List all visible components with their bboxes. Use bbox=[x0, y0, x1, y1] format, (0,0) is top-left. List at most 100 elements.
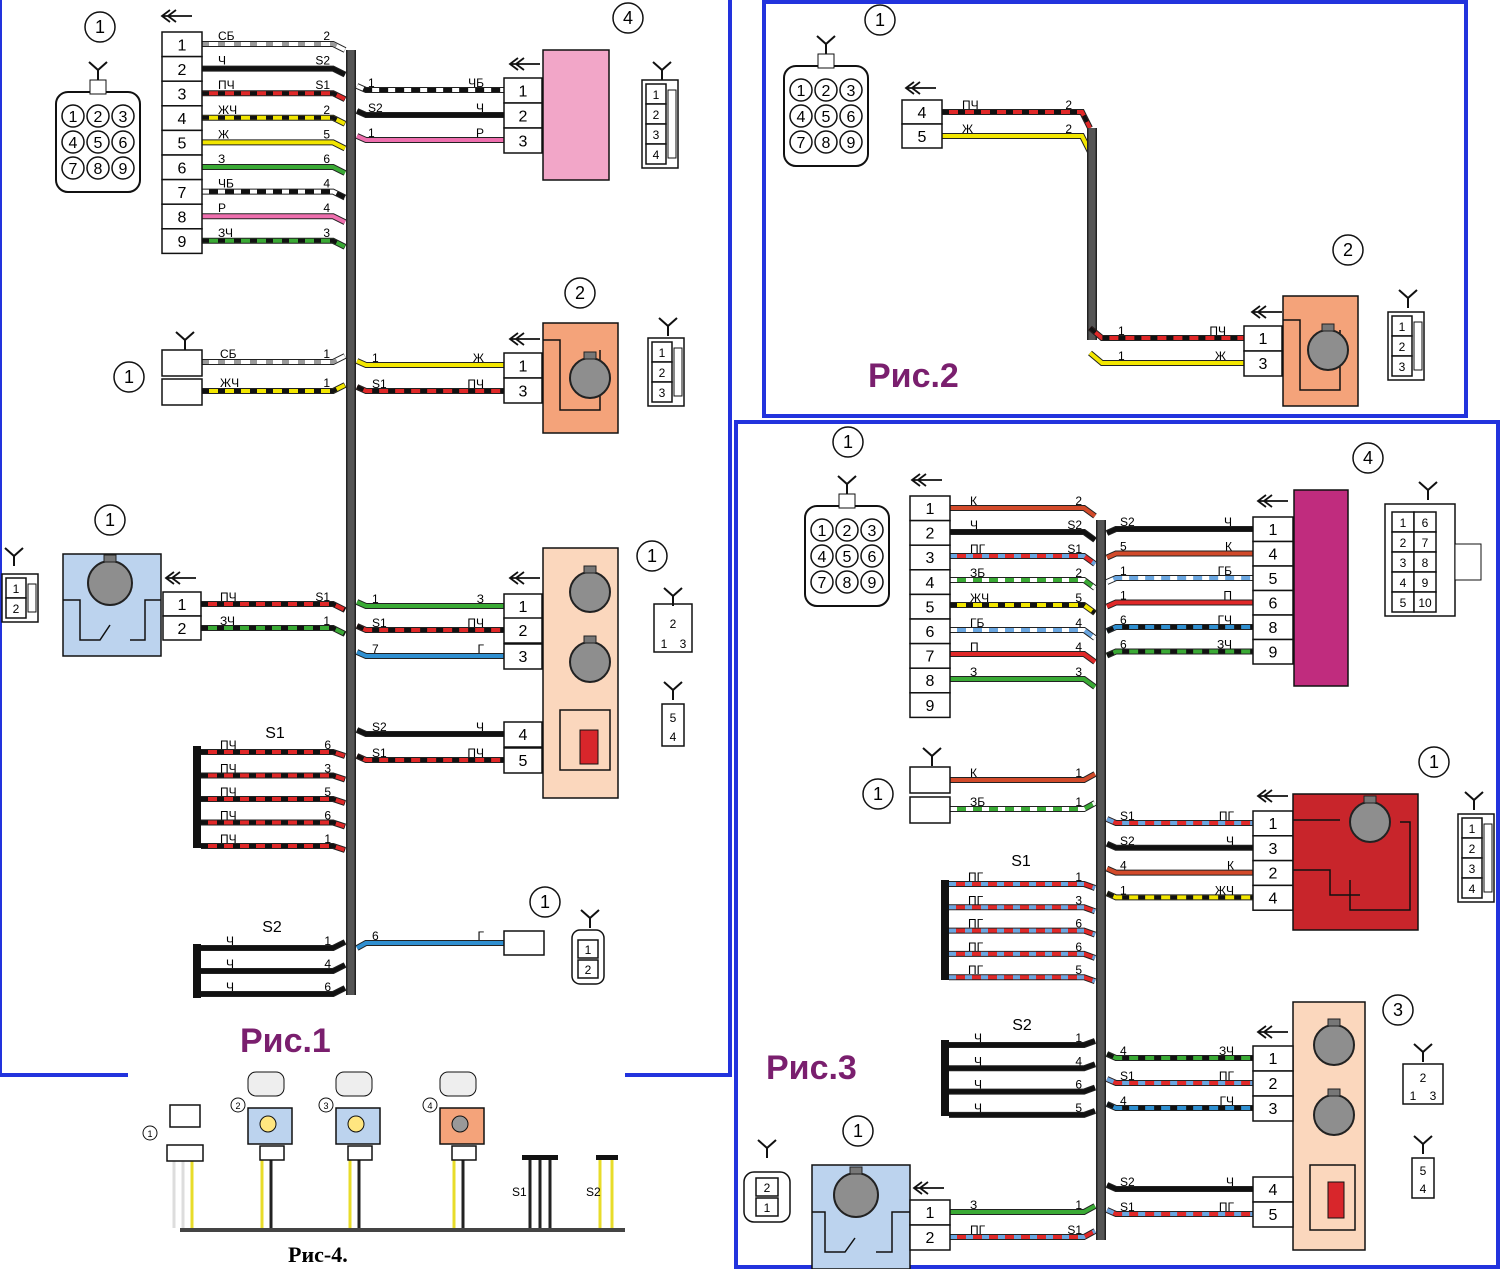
fig3-fan-motor-1-icon bbox=[1313, 1024, 1355, 1066]
fig2-blower-motor-icon bbox=[1307, 329, 1349, 371]
pin-socket-label: 7 bbox=[69, 161, 78, 178]
fig3-wire-ЗБ-stripe bbox=[950, 801, 1096, 811]
connector-6-face-label: 5 bbox=[670, 711, 677, 725]
wire-start-label: 1 bbox=[372, 351, 379, 365]
wire-color-label: ПГ bbox=[968, 963, 984, 977]
fig2-connector-2-face-symbol bbox=[1398, 289, 1418, 308]
fig3-connector-4-cavity-label: 1 bbox=[1400, 516, 1407, 530]
wire-color-label: ГБ bbox=[970, 616, 984, 630]
fig2-motor-circuit bbox=[1283, 319, 1341, 391]
pin-socket-label: 2 bbox=[822, 83, 831, 100]
fig3-callout-6: 3 bbox=[1393, 1000, 1403, 1020]
pin-socket-label: 9 bbox=[868, 575, 877, 592]
wire-end-label: 5 bbox=[1075, 1101, 1082, 1115]
fig3-callout-2: 1 bbox=[873, 784, 883, 804]
callout-5-ring bbox=[564, 277, 596, 309]
fig4-device-icon bbox=[347, 1115, 365, 1133]
connector-5-face-cavity-label: 2 bbox=[659, 366, 666, 380]
wire-end-label: 1 bbox=[1075, 766, 1082, 780]
wire-color-label: Ч bbox=[974, 1054, 982, 1068]
fig3-connector-6-cell bbox=[1252, 1095, 1294, 1122]
connector-1-block-pin-label: 3 bbox=[178, 87, 187, 104]
wire-color-label: СБ bbox=[220, 347, 237, 361]
wire-end-label: 3 bbox=[1075, 665, 1082, 679]
fig3-connector-6-face-label: 3 bbox=[1430, 1089, 1437, 1103]
fig3-wire-Ч bbox=[1106, 841, 1253, 850]
splice-s1-wire-stripe bbox=[201, 844, 346, 852]
pin-socket-label: 7 bbox=[797, 135, 806, 152]
fig3-connector-2-symbol bbox=[922, 747, 942, 766]
fig3-wire-К bbox=[1106, 866, 1253, 875]
wire-start-label: S1 bbox=[372, 746, 387, 760]
pin-socket bbox=[86, 104, 110, 128]
wire-end-label: 6 bbox=[323, 152, 330, 166]
wire-start-label: 1 bbox=[368, 126, 375, 140]
connector-4-block-pin-label: 1 bbox=[519, 84, 528, 101]
wire-color-label: ЧБ bbox=[468, 76, 484, 90]
wire-color-label: ЗЧ bbox=[218, 226, 233, 240]
fig3-control-unit-block bbox=[1293, 489, 1349, 687]
wire-start-label: S2 bbox=[1120, 515, 1135, 529]
connector-3-block-pin-label: 2 bbox=[178, 621, 187, 638]
connector-2-cell bbox=[161, 378, 203, 406]
wire-end-label: 1 bbox=[323, 376, 330, 390]
pin-socket bbox=[111, 104, 135, 128]
sensor-7-block bbox=[503, 930, 545, 956]
fig2-connector-2-pin-label: 1 bbox=[1259, 331, 1268, 348]
fig3-connector-3-cavity bbox=[755, 1197, 779, 1217]
fig3-connector-6-face-b bbox=[1411, 1157, 1435, 1199]
fig3-connector-5-cell bbox=[1252, 884, 1294, 911]
connector-6-face-label: 2 bbox=[670, 617, 677, 631]
splice-s2-wire bbox=[201, 940, 346, 950]
fig3-connector-4-pin-label: 8 bbox=[1269, 620, 1278, 637]
fig3-connector-4-cavity-label: 9 bbox=[1422, 576, 1429, 590]
wire-З bbox=[356, 600, 504, 608]
wire-start-label: 6 bbox=[1120, 638, 1127, 652]
fig3-connector-4-plug-symbol bbox=[1256, 494, 1288, 508]
fig2-connector-2-face-cavity-label: 1 bbox=[1399, 320, 1406, 334]
wire-end-label: S2 bbox=[315, 54, 330, 68]
fig3-wire-З bbox=[950, 1204, 1096, 1214]
wire-end-label: 2 bbox=[1075, 566, 1082, 580]
wire-Р bbox=[356, 134, 504, 142]
figure-3-frame bbox=[734, 420, 1500, 1269]
fig3-wire-Ч bbox=[1106, 527, 1253, 535]
fig3-connector-4-cavity-label: 7 bbox=[1422, 536, 1429, 550]
fig3-connector-1-plug-symbol bbox=[910, 473, 942, 487]
fig3-resistor-icon bbox=[1327, 1181, 1345, 1219]
connector-5-face-latch bbox=[673, 347, 683, 397]
fig4-connector-block bbox=[451, 1145, 477, 1161]
callout-3-ring bbox=[94, 504, 126, 536]
fig3-actuator-motor-icon-shaft bbox=[1363, 795, 1377, 804]
connector-1-plug-symbol bbox=[160, 9, 192, 23]
wire-end-label: 6 bbox=[324, 980, 331, 994]
wire-start-label: 4 bbox=[1120, 1094, 1127, 1108]
figure-1-frame bbox=[0, 0, 732, 1077]
wire-color-label: ПЧ bbox=[467, 616, 484, 630]
splice-s1-wire-stripe bbox=[201, 750, 346, 758]
connector-5-face-cavity bbox=[651, 381, 673, 403]
splice-s2-wire bbox=[201, 986, 346, 996]
fig2-connector-2-face-latch bbox=[1413, 321, 1423, 371]
wire-color-label: Ч bbox=[226, 934, 234, 948]
connector-2-symbol bbox=[175, 331, 195, 350]
fig3-splice-s2-bar bbox=[941, 1040, 949, 1116]
fig3-connector-1-cell bbox=[909, 692, 951, 719]
fig3-wire-ГБ-stripe bbox=[1106, 576, 1253, 584]
pin-socket-label: 2 bbox=[94, 109, 103, 126]
fig3-connector-6-pin-label: 3 bbox=[1269, 1101, 1278, 1118]
wire-color-label: П bbox=[1223, 589, 1232, 603]
fig3-splice-s1-wire-stripe bbox=[949, 905, 1096, 914]
pin-socket-label: 8 bbox=[843, 575, 852, 592]
pin-socket-label: 5 bbox=[843, 549, 852, 566]
wire-color-label: СБ bbox=[218, 29, 235, 43]
fig3-connector-6-pin-label: 1 bbox=[1269, 1051, 1278, 1068]
fig3-splice-s2-wire bbox=[949, 1039, 1096, 1047]
fig2-connector-1-pin-label: 5 bbox=[918, 129, 927, 146]
fig3-connector-1-cell bbox=[909, 642, 951, 669]
connector-4-block-pin-label: 3 bbox=[519, 134, 528, 151]
connector-6-cell bbox=[503, 747, 543, 774]
fig3-wire-ЗЧ-stripe bbox=[1106, 1052, 1253, 1060]
fig3-wire-К bbox=[950, 772, 1096, 782]
callout-7: 1 bbox=[540, 892, 550, 912]
